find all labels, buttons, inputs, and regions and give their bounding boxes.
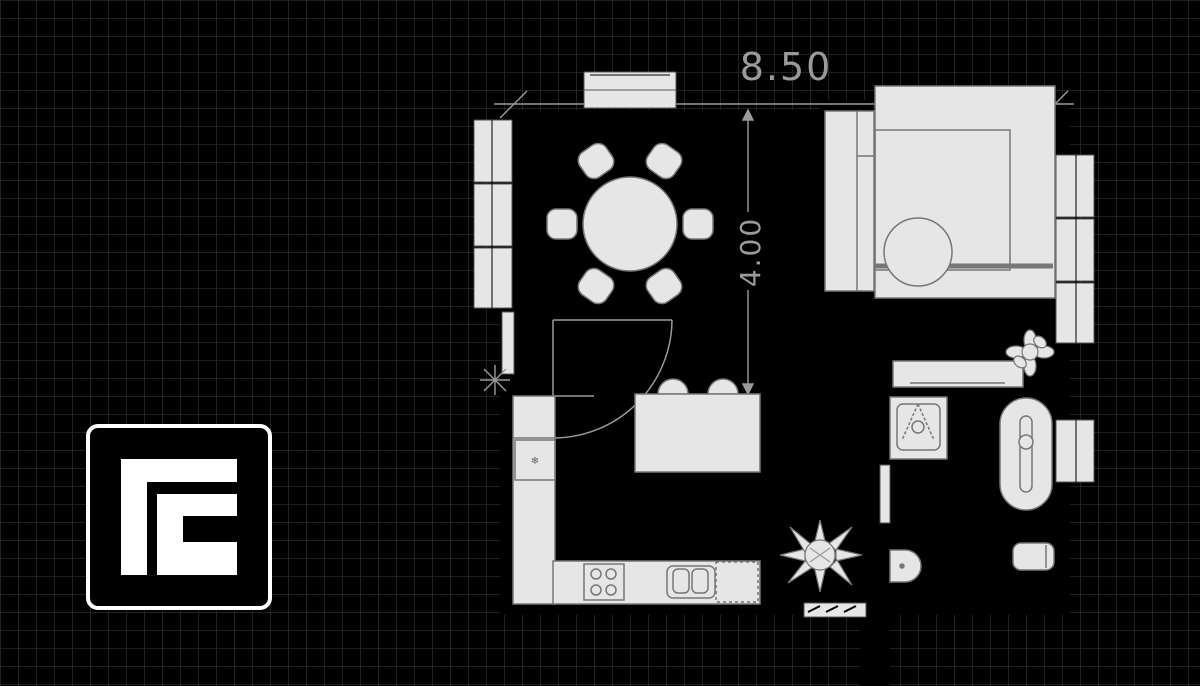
dishwasher xyxy=(715,561,759,603)
large-plant-icon xyxy=(779,519,863,593)
logo-monogram xyxy=(86,424,272,610)
dining-table-set xyxy=(546,142,714,305)
window-top xyxy=(583,71,677,109)
bathroom-plant-icon xyxy=(1005,329,1055,377)
kitchen-counter: ❄ xyxy=(512,395,761,605)
island-counter xyxy=(634,393,761,473)
kitchen-island xyxy=(634,378,761,473)
bath-sink xyxy=(1012,542,1055,571)
window-right-lower xyxy=(1055,419,1095,483)
bathroom-fixtures xyxy=(889,360,1055,583)
width-dimension-label: 8.50 xyxy=(740,45,833,89)
dining-chair-top-left xyxy=(577,142,615,180)
svg-text:❄: ❄ xyxy=(531,456,539,467)
dining-chair-left xyxy=(546,208,578,240)
bar-stool-right xyxy=(707,378,739,395)
window-bottom xyxy=(803,602,867,618)
cooktop xyxy=(583,563,625,601)
toilet xyxy=(889,549,922,583)
partition-left xyxy=(501,311,515,375)
window-right-upper xyxy=(1055,154,1095,344)
dining-chair-bottom-left xyxy=(577,267,615,305)
fridge xyxy=(514,439,556,481)
round-dining-table xyxy=(582,176,678,272)
small-plant-icon xyxy=(480,365,510,395)
dining-chair-bottom-right xyxy=(645,267,683,305)
depth-dimension-line xyxy=(741,108,755,396)
depth-dimension-label: 4.00 xyxy=(734,217,767,287)
bed-side-table-round xyxy=(883,217,953,287)
dining-chair-top-right xyxy=(645,142,683,180)
partition-bath xyxy=(879,464,891,524)
bed xyxy=(824,85,1056,299)
bar-stool-left xyxy=(657,378,689,395)
window-left xyxy=(473,119,513,309)
dining-chair-right xyxy=(682,208,714,240)
